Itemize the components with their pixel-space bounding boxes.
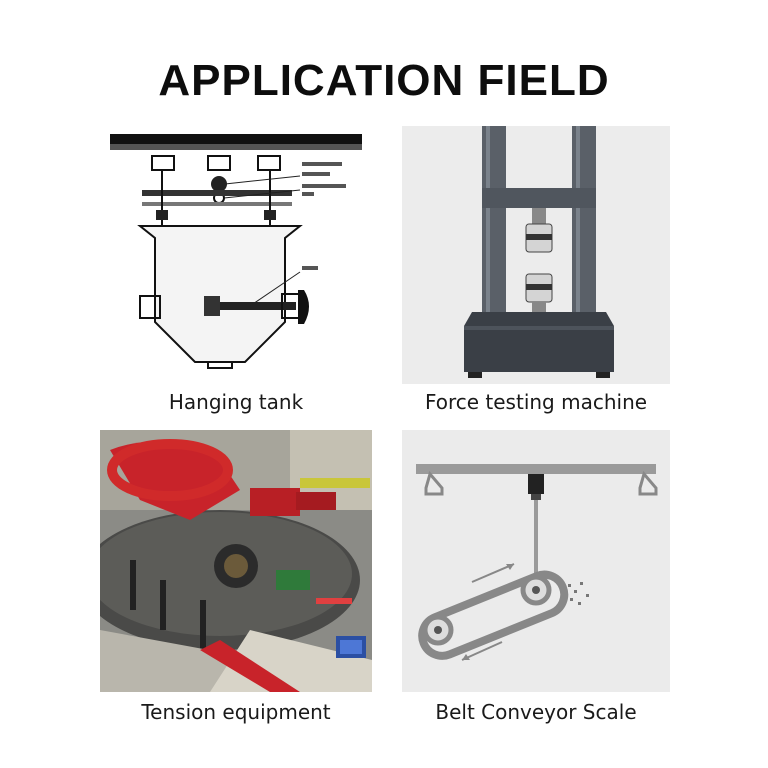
force-testing-machine-image [402,126,670,384]
hanging-tank-image [100,126,372,384]
hanging-tank-caption: Hanging tank [168,390,304,414]
belt-conveyor-scale-caption: Belt Conveyor Scale [435,700,637,724]
force-testing-machine-caption: Force testing machine [424,390,648,414]
page-title: APPLICATION FIELD [158,56,610,105]
tension-equipment-image [100,430,372,692]
tension-equipment-caption: Tension equipment [141,700,331,724]
belt-conveyor-scale-image [402,430,670,692]
